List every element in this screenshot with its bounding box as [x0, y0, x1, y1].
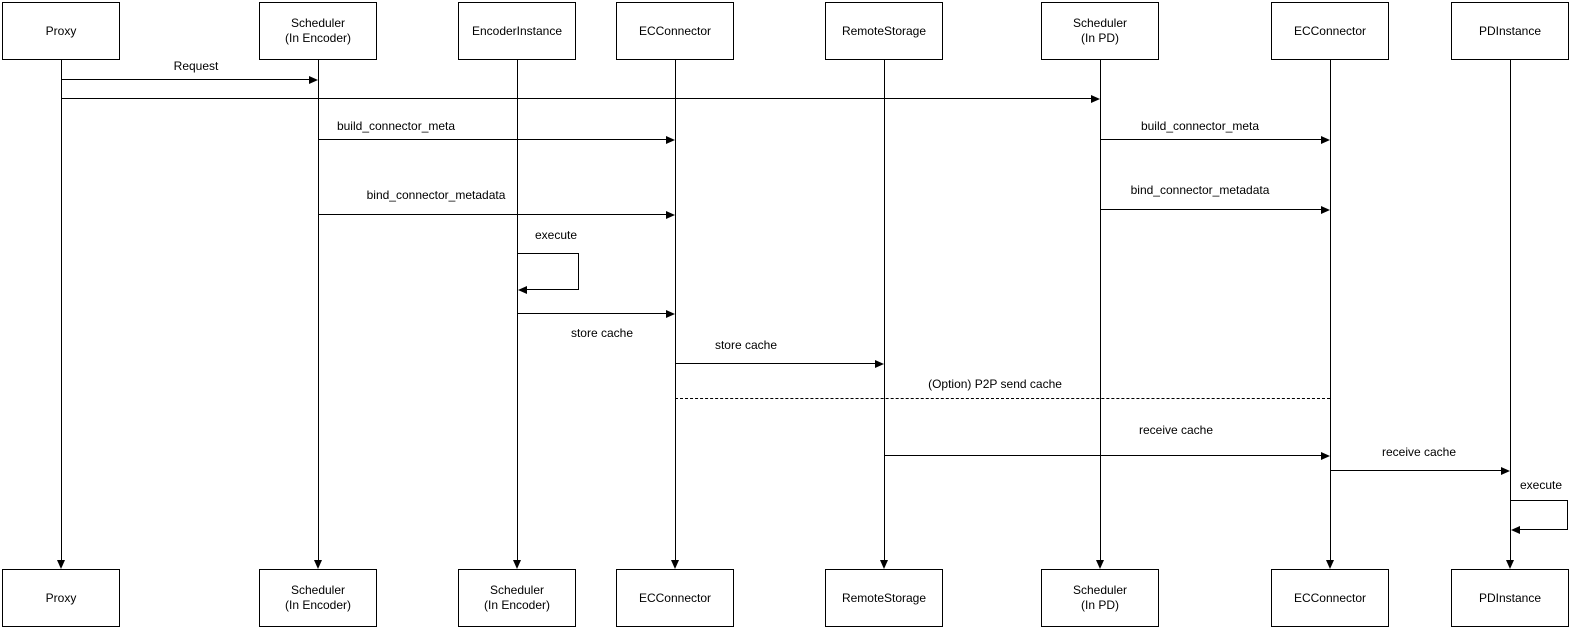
message-line-bind-connector-metadata-right [1100, 209, 1322, 210]
message-line-bind-connector-metadata-left [318, 214, 667, 215]
actor-label: ECConnector [1293, 590, 1367, 605]
actor-label: EncoderInstance [471, 23, 563, 38]
message-label-bind-connector-metadata-left: bind_connector_metadata [366, 188, 506, 202]
self-loop-execute-pd-arrowhead [1511, 525, 1520, 534]
message-label-p2p-send-cache: (Option) P2P send cache [928, 377, 1062, 391]
actor-label: Scheduler [290, 583, 346, 597]
actor-box-ec-connector-bottom: ECConnector [616, 569, 734, 627]
actor-box-proxy-bottom: Proxy [2, 569, 120, 627]
message-arrowhead-receive-cache-2 [1501, 466, 1510, 475]
self-loop-execute-encoder-top [517, 253, 578, 254]
actor-label: RemoteStorage [841, 590, 927, 605]
message-line-build-connector-meta-right [1100, 139, 1322, 140]
self-loop-execute-pd-right [1567, 500, 1568, 530]
lifeline-pd-instance-arrowhead [1506, 560, 1514, 569]
actor-label-line2: (In Encoder) [483, 598, 551, 612]
lifeline-scheduler-in-encoder [318, 60, 319, 560]
lifeline-encoder-instance-arrowhead [513, 560, 521, 569]
self-loop-execute-encoder-bottom [526, 289, 578, 290]
actor-box-encoder-instance-top: EncoderInstance [458, 2, 576, 60]
actor-label-line2: (In Encoder) [284, 598, 352, 612]
actor-label: Scheduler [1072, 583, 1128, 597]
actor-box-ec-connector-pd-top: ECConnector [1271, 2, 1389, 60]
message-label-store-cache-2: store cache [714, 338, 778, 352]
actor-box-remote-storage-top: RemoteStorage [825, 2, 943, 60]
actor-box-ec-connector-top: ECConnector [616, 2, 734, 60]
message-line-proxy-to-scheduler-pd [61, 98, 1092, 99]
lifeline-ec-connector-pd-arrowhead [1326, 560, 1334, 569]
actor-box-remote-storage-bottom: RemoteStorage [825, 569, 943, 627]
actor-box-proxy-top: Proxy [2, 2, 120, 60]
message-arrowhead-request [309, 75, 318, 84]
actor-label: Scheduler [1072, 16, 1128, 30]
actor-box-pd-instance-bottom: PDInstance [1451, 569, 1569, 627]
message-arrowhead-bind-connector-metadata-left [666, 210, 675, 219]
self-loop-execute-encoder-arrowhead [518, 285, 527, 294]
message-label-bind-connector-metadata-right: bind_connector_metadata [1130, 183, 1270, 197]
lifeline-scheduler-in-pd [1100, 60, 1101, 560]
actor-label: Scheduler [489, 583, 545, 597]
actor-label: Proxy [45, 23, 77, 38]
message-arrowhead-bind-connector-metadata-right [1321, 205, 1330, 214]
actor-label: Scheduler [290, 16, 346, 30]
actor-box-scheduler-in-pd-bottom: Scheduler (In PD) [1041, 569, 1159, 627]
actor-label: PDInstance [1478, 590, 1542, 605]
message-label-store-cache-1: store cache [570, 326, 634, 340]
message-label-build-connector-meta-left: build_connector_meta [336, 119, 456, 133]
actor-label-line2: (In Encoder) [284, 31, 352, 45]
lifeline-ec-connector-pd [1330, 60, 1331, 560]
message-line-store-cache-1 [517, 313, 667, 314]
message-label-execute-encoder: execute [534, 228, 578, 242]
message-line-p2p-send-cache [675, 398, 1330, 399]
message-label-request: Request [173, 59, 219, 73]
lifeline-ec-connector-arrowhead [671, 560, 679, 569]
actor-box-scheduler-in-encoder-top: Scheduler (In Encoder) [259, 2, 377, 60]
lifeline-encoder-instance [517, 60, 518, 560]
message-label-receive-cache-1: receive cache [1138, 423, 1214, 437]
message-line-request [61, 79, 310, 80]
lifeline-pd-instance [1510, 60, 1511, 560]
actor-box-pd-instance-top: PDInstance [1451, 2, 1569, 60]
message-arrowhead-receive-cache-1 [1321, 451, 1330, 460]
message-line-receive-cache-2 [1330, 470, 1502, 471]
message-label-build-connector-meta-right: build_connector_meta [1140, 119, 1260, 133]
actor-label: PDInstance [1478, 23, 1542, 38]
lifeline-proxy [61, 60, 62, 560]
actor-label: ECConnector [638, 590, 712, 605]
lifeline-remote-storage [884, 60, 885, 560]
lifeline-proxy-arrowhead [57, 560, 65, 569]
actor-box-scheduler-in-pd-top: Scheduler (In PD) [1041, 2, 1159, 60]
lifeline-scheduler-in-encoder-arrowhead [314, 560, 322, 569]
message-arrowhead-build-connector-meta-left [666, 135, 675, 144]
actor-box-scheduler-in-encoder-2-bottom: Scheduler (In Encoder) [458, 569, 576, 627]
message-label-execute-pd: execute [1519, 478, 1563, 492]
message-arrowhead-build-connector-meta-right [1321, 135, 1330, 144]
lifeline-remote-storage-arrowhead [880, 560, 888, 569]
message-label-receive-cache-2: receive cache [1381, 445, 1457, 459]
actor-label: ECConnector [638, 23, 712, 38]
message-line-build-connector-meta-left [318, 139, 667, 140]
message-line-receive-cache-1 [884, 455, 1322, 456]
message-line-store-cache-2 [675, 363, 876, 364]
actor-label: Proxy [45, 590, 77, 605]
actor-box-scheduler-in-encoder-bottom: Scheduler (In Encoder) [259, 569, 377, 627]
lifeline-ec-connector [675, 60, 676, 560]
actor-label: RemoteStorage [841, 23, 927, 38]
message-arrowhead-store-cache-1 [666, 309, 675, 318]
actor-label-line2: (In PD) [1080, 31, 1119, 45]
lifeline-scheduler-in-pd-arrowhead [1096, 560, 1104, 569]
actor-label-line2: (In PD) [1080, 598, 1119, 612]
actor-box-ec-connector-pd-bottom: ECConnector [1271, 569, 1389, 627]
self-loop-execute-encoder-right [578, 253, 579, 290]
self-loop-execute-pd-bottom [1519, 529, 1567, 530]
message-arrowhead-store-cache-2 [875, 359, 884, 368]
self-loop-execute-pd-top [1510, 500, 1567, 501]
actor-label: ECConnector [1293, 23, 1367, 38]
message-arrowhead-proxy-to-scheduler-pd [1091, 94, 1100, 103]
